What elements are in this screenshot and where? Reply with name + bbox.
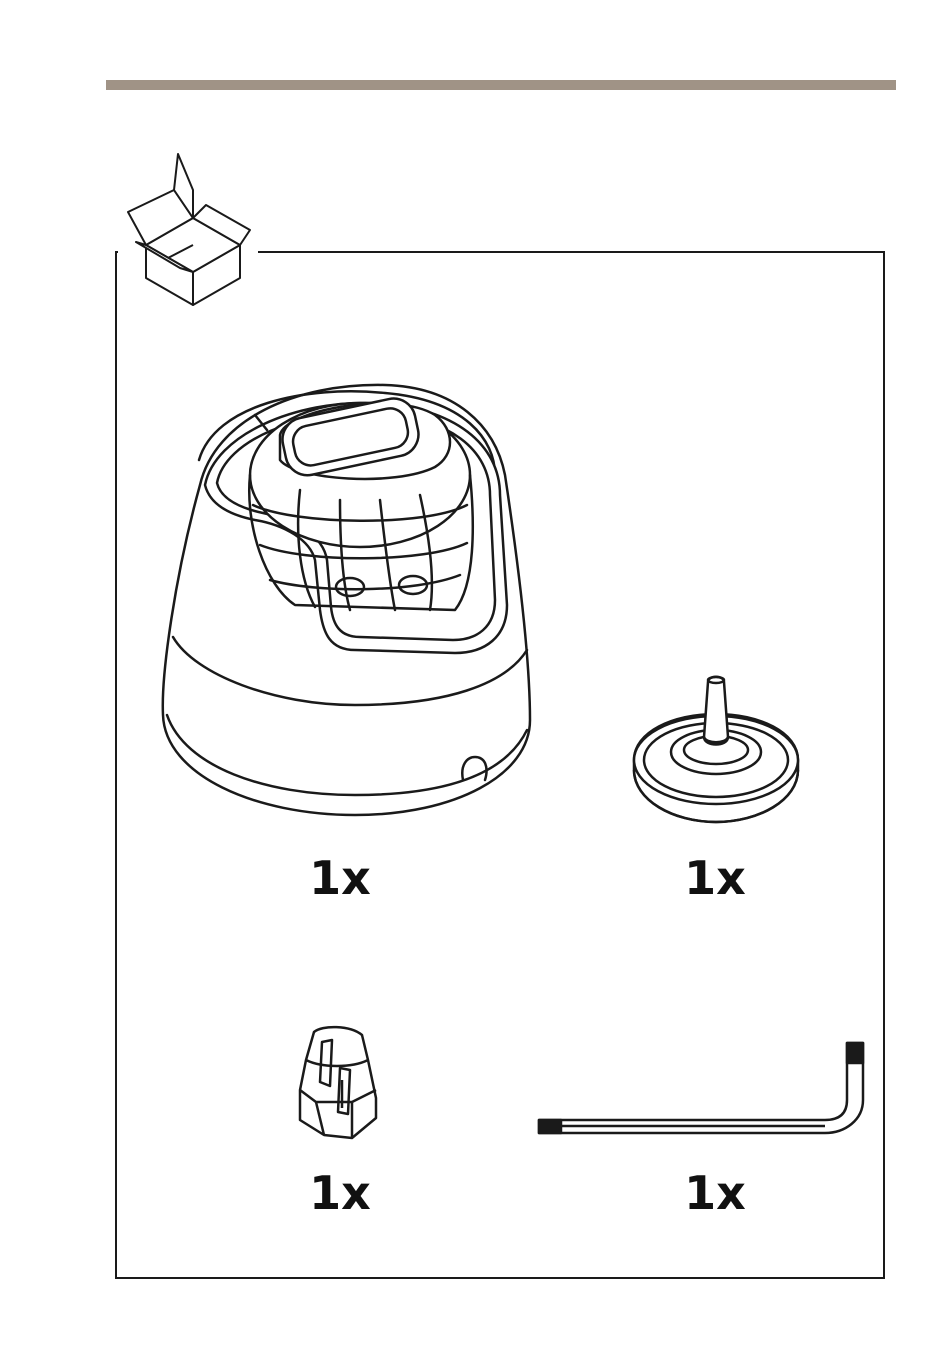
torx-key-illustration xyxy=(535,1035,870,1140)
header-divider xyxy=(106,80,896,90)
connector-illustration xyxy=(292,1020,382,1142)
cable-grommet-illustration xyxy=(628,672,803,832)
dome-camera-illustration xyxy=(155,375,540,830)
dome-camera-icon xyxy=(155,375,540,830)
cable-grommet-quantity: 1x xyxy=(645,855,785,901)
connector-quantity: 1x xyxy=(270,1170,410,1216)
dome-camera-quantity: 1x xyxy=(270,855,410,901)
connector-icon xyxy=(292,1020,382,1142)
open-box-icon xyxy=(118,150,258,310)
torx-key-quantity: 1x xyxy=(645,1170,785,1216)
torx-l-key-icon xyxy=(535,1035,870,1140)
cable-grommet-icon xyxy=(628,672,803,832)
